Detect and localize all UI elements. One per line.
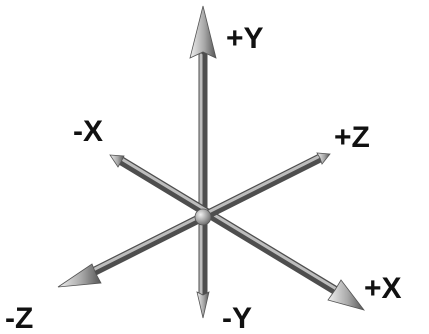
pos-z-label: +Z — [334, 121, 370, 154]
y-axis-shaft — [198, 50, 208, 299]
neg-y-label: -Y — [222, 302, 252, 334]
neg-z-label: -Z — [5, 302, 33, 334]
origin-ball — [194, 208, 212, 226]
neg-x-label: -X — [73, 115, 103, 148]
pos-x-label: +X — [364, 272, 402, 305]
x-axis-shaft — [115, 155, 343, 297]
pos-x-arrowhead — [327, 279, 366, 311]
pos-y-label: +Y — [226, 22, 264, 55]
neg-x-arrowhead — [109, 154, 125, 168]
pos-y-arrowhead — [189, 5, 217, 59]
neg-y-arrowhead — [196, 291, 210, 319]
pos-z-arrowhead — [316, 152, 331, 165]
neg-z-arrowhead — [57, 263, 102, 288]
